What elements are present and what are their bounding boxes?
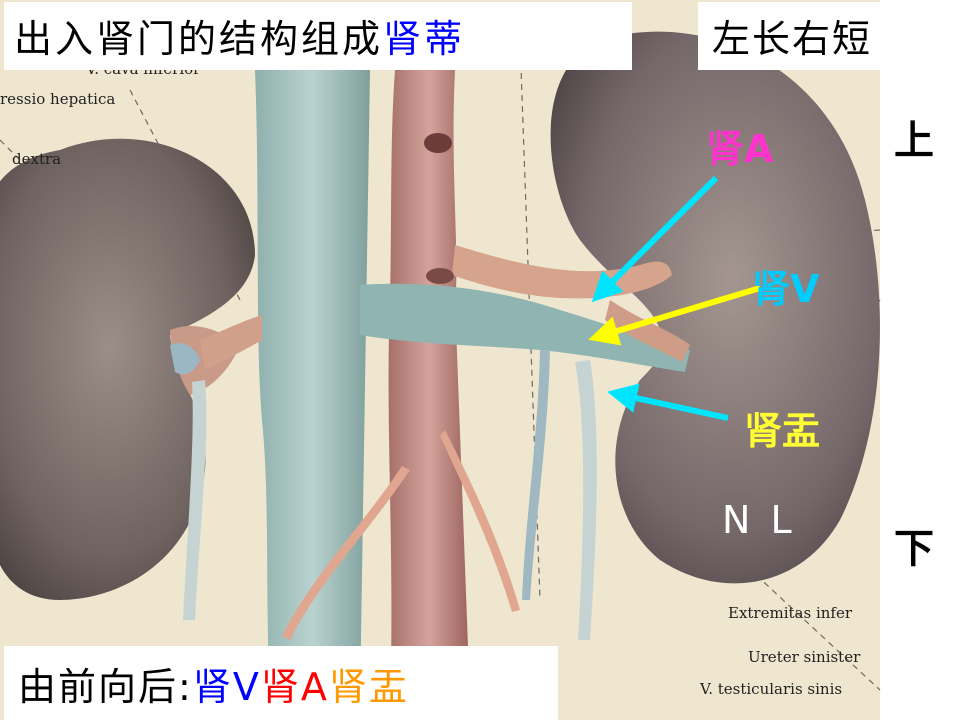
page-title: 出入肾门的结构组成肾蒂 <box>4 2 632 70</box>
order-caption: 由前向后:肾V肾A肾盂 <box>4 646 558 720</box>
annotation-renal-vein: 肾V <box>752 267 820 311</box>
renal-vein-arrow <box>588 285 761 346</box>
annotation-renal-pelvis: 肾盂 <box>744 409 821 453</box>
left-renal-pelvis <box>170 343 200 375</box>
right-renal-vessels <box>200 315 262 370</box>
left-renal-vein <box>360 283 690 372</box>
order-item-artery: 肾A <box>260 665 329 709</box>
gonadal-artery-right <box>282 466 410 640</box>
testicular-artery <box>440 430 520 612</box>
order-item-pelvis: 肾盂 <box>328 665 409 709</box>
renal-artery-arrow <box>591 175 719 303</box>
renal-artery-branch <box>605 300 690 362</box>
latin-dextra: dextra <box>12 150 62 168</box>
inferior-vena-cava <box>255 70 370 700</box>
renal-pelvis-arrow <box>607 383 729 421</box>
latin-testicularis: V. testicularis sinis <box>700 680 843 698</box>
white-margin <box>880 0 960 720</box>
abdominal-aorta <box>388 70 470 700</box>
order-item-vein: 肾V <box>192 665 261 709</box>
mesenteric-stump <box>424 133 452 153</box>
right-ureter <box>183 380 207 620</box>
annotation-renal-artery: 肾A <box>706 127 774 171</box>
latin-ureter: Ureter sinister <box>748 648 861 666</box>
aorta-stump <box>426 268 454 284</box>
orientation-down: 下 <box>894 526 934 572</box>
annotation-nl: N L <box>722 498 796 542</box>
title-prefix: 出入肾门的结构组成 <box>14 17 384 61</box>
right-kidney <box>550 31 880 584</box>
order-prefix: 由前向后: <box>18 665 193 709</box>
rule-label: 左长右短 <box>698 2 960 70</box>
latin-extremitas: Extremitas infer <box>728 604 852 622</box>
latin-impressio: ressio hepatica <box>0 90 116 108</box>
title-highlight: 肾蒂 <box>383 17 466 61</box>
testicular-vein <box>522 350 550 600</box>
orientation-up: 上 <box>894 118 934 164</box>
left-ureter <box>575 360 597 640</box>
